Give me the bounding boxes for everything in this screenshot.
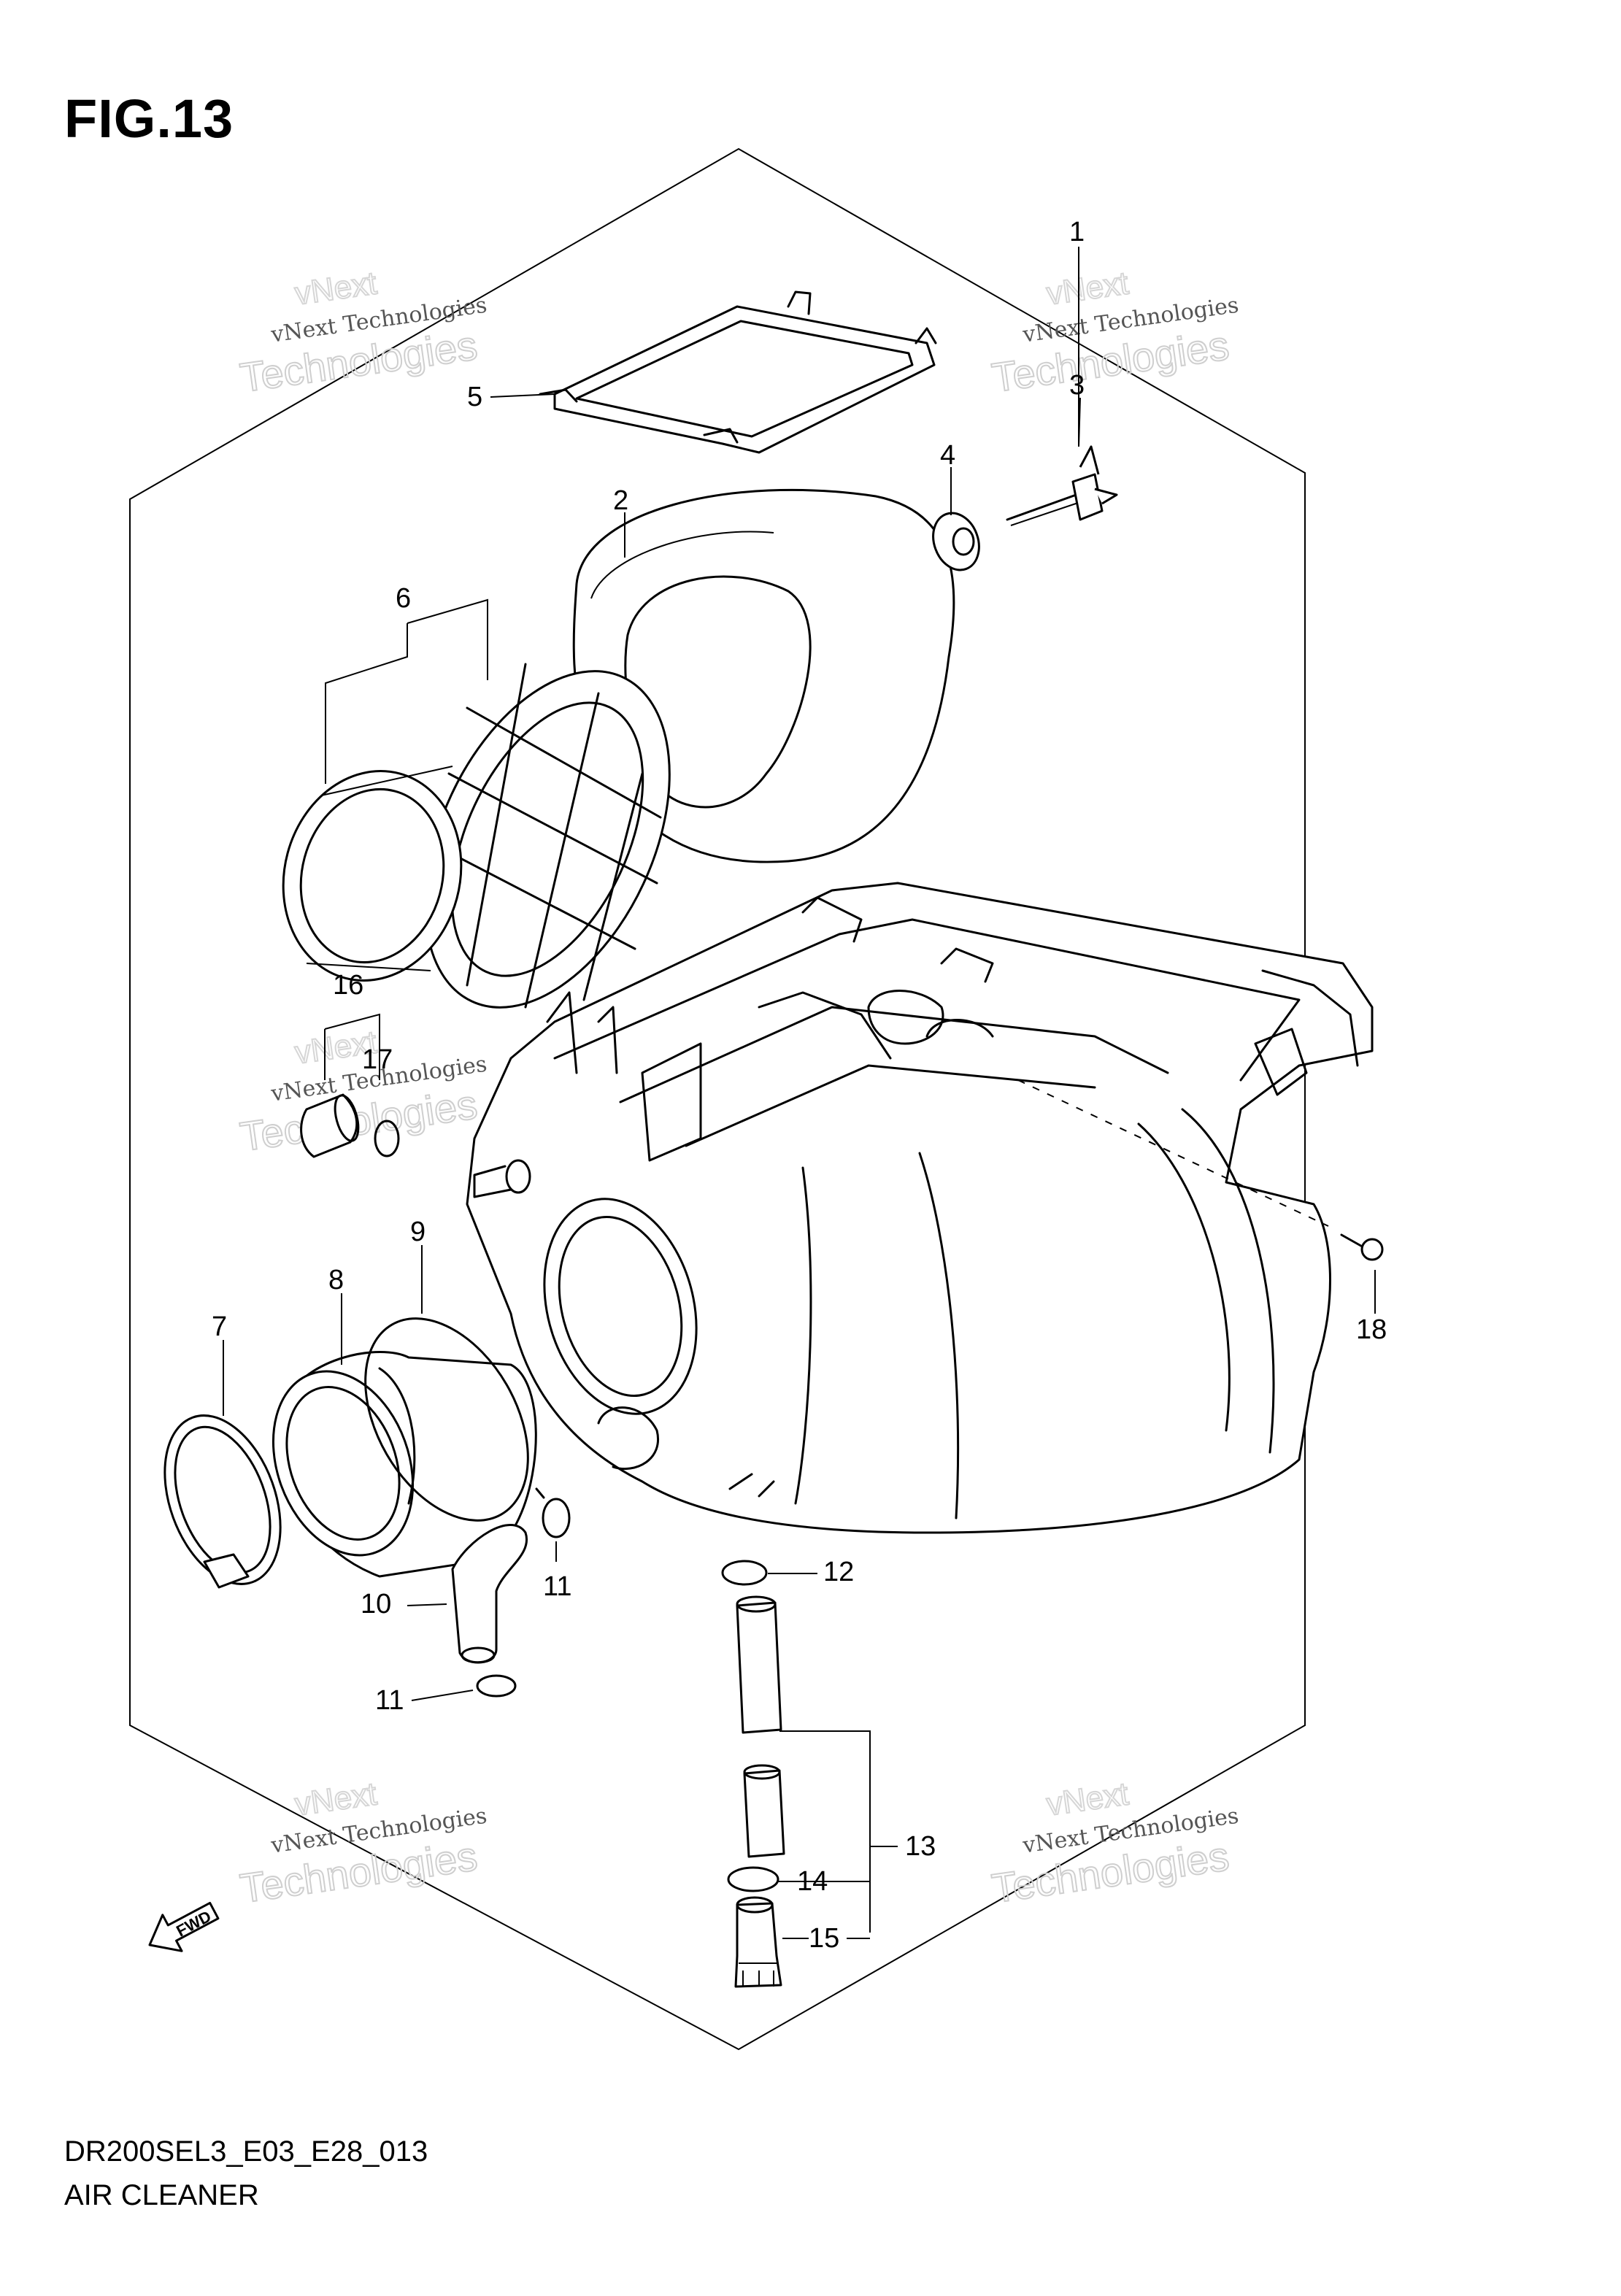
part-14-clamp xyxy=(727,1866,779,1892)
part-17-clip xyxy=(374,1120,400,1157)
callout-2: 2 xyxy=(613,485,628,516)
callout-6: 6 xyxy=(396,583,411,614)
watermark-bottom-right: vNext vNext Technologies Technologies xyxy=(988,1775,1240,1912)
part-4-spacer xyxy=(932,512,980,571)
part-13-drain-tube xyxy=(736,1595,785,1858)
callout-8: 8 xyxy=(328,1265,344,1295)
assembly-boundary xyxy=(129,147,1306,2051)
watermark-text: vNext xyxy=(293,1776,379,1822)
part-16-cap xyxy=(300,1093,360,1158)
callout-10: 10 xyxy=(361,1589,391,1619)
callout-17: 17 xyxy=(362,1044,393,1075)
forward-direction-icon: FWD xyxy=(148,1901,220,1952)
callout-5: 5 xyxy=(467,382,482,412)
leader-lines xyxy=(223,247,1376,1939)
callout-13: 13 xyxy=(905,1831,936,1862)
callout-11-upper: 11 xyxy=(543,1571,571,1602)
callout-14: 14 xyxy=(797,1866,828,1897)
callout-15: 15 xyxy=(809,1923,839,1954)
callout-4: 4 xyxy=(940,440,955,471)
watermark-text: vNext xyxy=(1044,265,1131,312)
watermark-top-left: vNext vNext Technologies Technologies xyxy=(236,264,488,401)
callout-11-lower: 11 xyxy=(375,1685,404,1716)
part-18-screw xyxy=(1017,1079,1384,1261)
watermark-mid-left: vNext vNext Technologies Technologies xyxy=(236,1023,488,1160)
part-11-clamp-lower xyxy=(476,1674,517,1698)
callout-1: 1 xyxy=(1069,217,1085,247)
callout-labels: 1 2 3 4 5 6 7 8 9 10 11 11 12 13 14 15 1… xyxy=(212,217,1387,1954)
part-5-cover-plate xyxy=(539,290,937,454)
air-cleaner-case xyxy=(466,882,1374,1534)
callout-3: 3 xyxy=(1069,370,1085,401)
part-15-drain-plug xyxy=(734,1896,782,1988)
callout-16: 16 xyxy=(333,970,363,1001)
figure-name: AIR CLEANER xyxy=(64,2179,259,2211)
part-11-clamp-upper xyxy=(535,1487,571,1538)
part-12-clamp xyxy=(721,1560,768,1586)
part-9-o-ring xyxy=(364,1317,529,1522)
watermark-text: vNext xyxy=(1044,1776,1131,1822)
part-7-hose-clamp xyxy=(163,1414,282,1589)
leader-16-17 xyxy=(324,1013,380,1080)
drawing-code: DR200SEL3_E03_E28_013 xyxy=(64,2135,428,2168)
callout-9: 9 xyxy=(410,1217,426,1247)
watermark-top-right: vNext vNext Technologies Technologies xyxy=(988,264,1240,401)
callout-7: 7 xyxy=(212,1311,227,1342)
part-6-element-cage xyxy=(282,663,671,1009)
watermark-text: vNext xyxy=(293,265,379,312)
part-3-wing-bolt xyxy=(1006,445,1118,526)
part-10-drain-hose xyxy=(451,1524,528,1664)
watermark-bottom-left: vNext vNext Technologies Technologies xyxy=(236,1775,488,1912)
figure-title: FIG.13 xyxy=(64,88,234,149)
callout-12: 12 xyxy=(823,1557,854,1587)
callout-18: 18 xyxy=(1356,1314,1387,1345)
